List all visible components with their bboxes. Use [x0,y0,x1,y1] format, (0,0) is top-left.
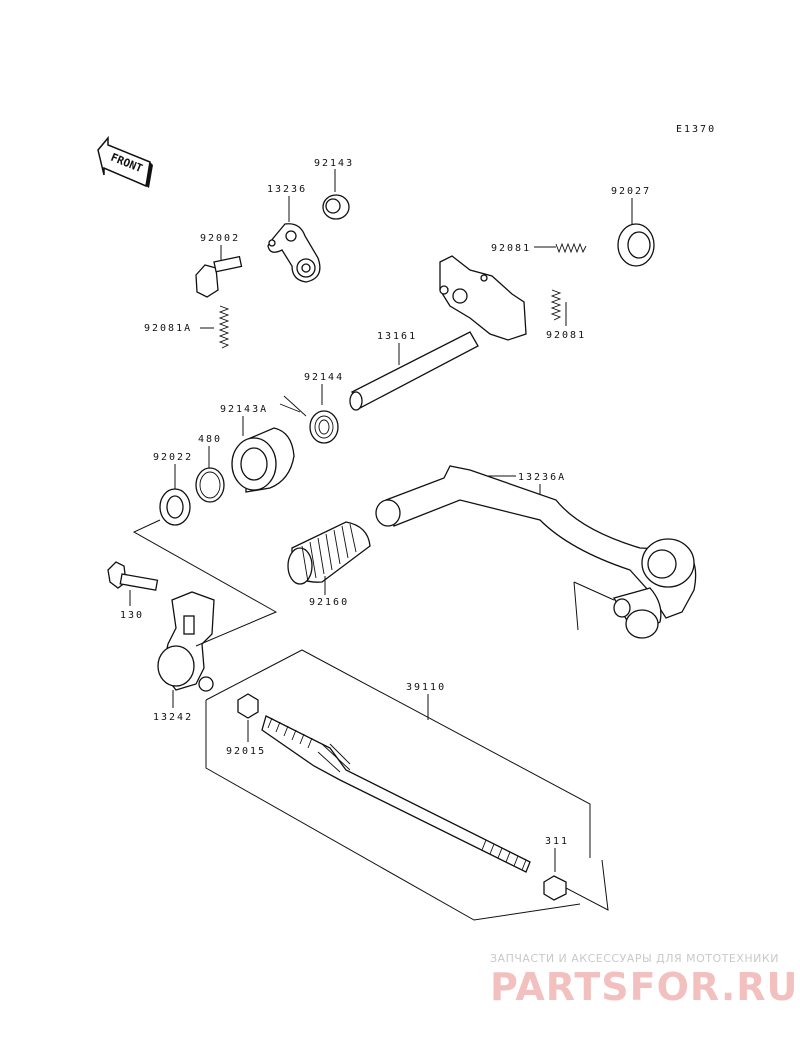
label-92081A: 92081A [144,323,192,334]
part-92022: 92022 [153,452,193,526]
label-92002: 92002 [200,233,240,244]
label-92143: 92143 [314,158,354,169]
label-480: 480 [198,434,222,445]
part-480: 480 [195,434,225,503]
label-92081-top: 92081 [491,243,531,254]
label-13236: 13236 [267,184,307,195]
part-92081-right: 92081 [546,289,586,341]
watermark: ЗАПЧАСТИ И АКСЕССУАРЫ ДЛЯ МОТОТЕХНИКИ PA… [490,952,798,1009]
front-arrow-icon: FRONT [97,135,153,188]
label-92015: 92015 [226,746,266,757]
label-311: 311 [545,836,569,847]
part-92081-top: 92081 [491,242,587,254]
label-13242: 13242 [153,712,193,723]
assembly-bracket-left [132,519,278,647]
part-39110: 39110 [205,649,591,921]
label-92160: 92160 [309,597,349,608]
label-39110: 39110 [406,682,446,693]
part-92027: 92027 [611,186,655,267]
label-13236A: 13236A [518,472,566,483]
part-92144: 92144 [279,372,344,444]
diagram-code: E1370 [676,124,716,135]
label-92144: 92144 [304,372,344,383]
label-130: 130 [120,610,144,621]
part-92015: 92015 [226,693,266,757]
watermark-logo: PARTSFOR.RU [490,965,798,1009]
part-13242: 13242 [153,591,215,723]
part-92081A: 92081A [144,305,230,349]
part-311: 311 [543,836,609,911]
label-92027: 92027 [611,186,651,197]
part-92160: 92160 [287,521,371,608]
label-92143A: 92143A [220,404,268,415]
label-92081-right: 92081 [546,330,586,341]
part-92143A: 92143A [220,404,295,493]
label-13161: 13161 [377,331,417,342]
part-92002: 92002 [195,233,243,298]
watermark-tagline: ЗАПЧАСТИ И АКСЕССУАРЫ ДЛЯ МОТОТЕХНИКИ [490,952,779,965]
part-130: 130 [107,561,159,621]
part-92143: 92143 [314,158,354,220]
part-13236: 13236 [267,184,321,283]
part-13236A: 13236A [375,465,697,639]
label-92022: 92022 [153,452,193,463]
part-13161: 13161 [349,255,527,411]
